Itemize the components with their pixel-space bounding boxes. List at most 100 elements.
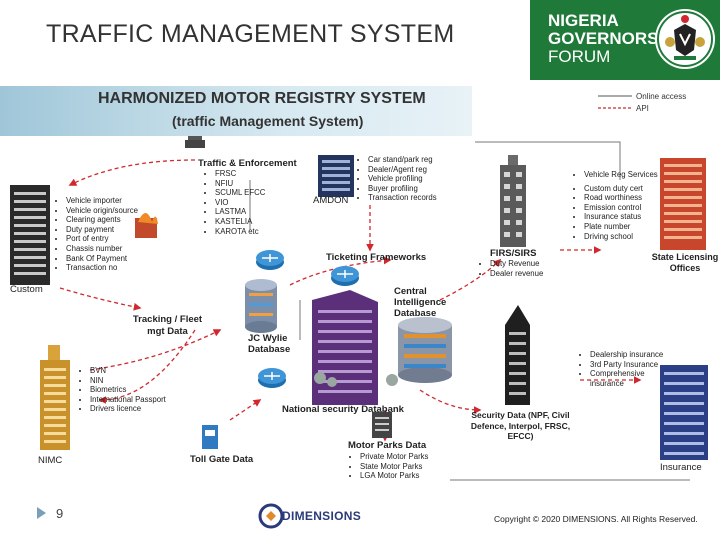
list-item: Car stand/park reg xyxy=(368,155,483,165)
list-item: Vehicle origin/source xyxy=(66,206,161,216)
state-licensing-list: Vehicle Reg Services Custom duty cert Ro… xyxy=(574,170,666,241)
list-item: State Motor Parks xyxy=(360,462,460,472)
list-item: Bank Of Payment xyxy=(66,254,161,264)
list-item: Drivers licence xyxy=(90,404,180,414)
list-item: Dealer/Agent reg xyxy=(368,165,483,175)
system-banner xyxy=(0,86,472,136)
list-item: Buyer profiling xyxy=(368,184,483,194)
nimc-title: NIMC xyxy=(38,455,63,466)
firs-building-icon xyxy=(500,155,526,247)
list-item: NFIU xyxy=(215,179,325,189)
list-item: Road worthiness xyxy=(584,193,666,203)
list-item: LASTMA xyxy=(215,207,325,217)
list-item: Comprehensive insurance xyxy=(590,369,675,388)
list-item: LGA Motor Parks xyxy=(360,471,460,481)
list-item: Transaction records xyxy=(368,193,483,203)
central-title: Central Intelligence Database xyxy=(394,286,447,319)
ngf-logo-line2: GOVERNORS' xyxy=(548,29,663,48)
list-item: Dealership insurance xyxy=(590,350,675,360)
security-building-icon xyxy=(505,305,530,405)
custom-building-icon xyxy=(10,185,50,285)
list-item: Insurance status xyxy=(584,212,666,222)
nimc-building-icon xyxy=(40,345,70,450)
legend-api: API xyxy=(636,104,649,113)
ticketing-title: Ticketing Frameworks xyxy=(326,252,427,263)
jcwylie-title: JC Wylie Database xyxy=(248,333,291,355)
tracking-title: Tracking / Fleet mgt Data xyxy=(132,314,203,337)
list-item: SCUML EFCC xyxy=(215,188,325,198)
firewall-icon xyxy=(135,213,158,238)
national-security-title: National security Databank xyxy=(282,404,404,415)
page-number: 9 xyxy=(56,506,64,521)
list-item: Vehicle importer xyxy=(66,196,161,206)
ngf-logo-line3: FORUM xyxy=(548,47,611,66)
list-item: Driving school xyxy=(584,232,666,242)
legend-lines xyxy=(598,95,632,109)
insurance-title: Insurance xyxy=(660,462,702,473)
router-icon xyxy=(256,250,284,270)
diagram-canvas xyxy=(10,136,708,481)
custom-title: Custom xyxy=(10,284,43,295)
list-item: VIO xyxy=(215,198,325,208)
page-marker-icon xyxy=(37,507,46,519)
list-item: Plate number xyxy=(584,222,666,232)
list-item: Private Motor Parks xyxy=(360,452,460,462)
list-item: Dealer revenue xyxy=(490,269,570,279)
tollgate-title: Toll Gate Data xyxy=(190,454,254,465)
list-item: Vehicle Reg Services xyxy=(584,170,666,180)
router-icon xyxy=(258,368,286,388)
state-licensing-building-icon xyxy=(660,158,706,250)
firs-title: FIRS/SIRS xyxy=(490,248,537,259)
list-item: NIN xyxy=(90,376,180,386)
tollgate-icon xyxy=(202,425,218,449)
list-item: KAROTA etc xyxy=(215,227,325,237)
traffic-title: Traffic & Enforcement xyxy=(198,158,297,169)
dimensions-brand: DIMENSIONS xyxy=(282,509,362,523)
security-data-title: Security Data (NPF, Civil Defence, Inter… xyxy=(470,410,571,441)
trees-icon xyxy=(314,372,398,387)
insurance-building-icon xyxy=(660,365,708,460)
list-item: Duty Revenue xyxy=(490,259,570,269)
ngf-logo-text: NIGERIA GOVERNORS' FORUM xyxy=(548,12,663,66)
amdon-list: Car stand/park reg Dealer/Agent reg Vehi… xyxy=(358,155,483,203)
list-item: Vehicle profiling xyxy=(368,174,483,184)
router-icon xyxy=(331,266,359,286)
central-database-icon xyxy=(398,317,452,383)
banner-subtitle: (traffic Management System) xyxy=(172,113,364,129)
copyright-text: Copyright © 2020 DIMENSIONS. All Rights … xyxy=(494,514,698,524)
amdon-building-icon xyxy=(318,155,354,197)
list-item: Emission control xyxy=(584,203,666,213)
list-item: International Passport xyxy=(90,395,180,405)
motorparks-list: Private Motor Parks State Motor Parks LG… xyxy=(350,452,460,481)
list-item: Port of entry xyxy=(66,234,161,244)
list-item: 3rd Party Insurance xyxy=(590,360,675,370)
ngf-logo-line1: NIGERIA xyxy=(548,11,619,30)
firs-list: Duty Revenue Dealer revenue xyxy=(480,259,570,278)
list-item: BVN xyxy=(90,366,180,376)
traffic-building-icon xyxy=(185,136,205,148)
motorparks-title: Motor Parks Data xyxy=(348,440,427,451)
dimensions-logo-icon xyxy=(258,503,284,529)
custom-list: Vehicle importer Vehicle origin/source C… xyxy=(56,196,161,273)
coat-of-arms-icon xyxy=(655,9,715,69)
list-item: Chassis number xyxy=(66,244,161,254)
online-lines xyxy=(249,141,621,340)
page-title: TRAFFIC MANAGEMENT SYSTEM xyxy=(46,20,455,48)
legend-online: Online access xyxy=(636,92,687,101)
list-item: Biometrics xyxy=(90,385,180,395)
central-tower-icon xyxy=(312,290,378,405)
list-item: Transaction no xyxy=(66,263,161,273)
list-item: KASTELIA xyxy=(215,217,325,227)
jcwylie-database-icon xyxy=(245,279,277,333)
list-item: Custom duty cert xyxy=(584,184,666,194)
nimc-list: BVN NIN Biometrics International Passpor… xyxy=(80,366,180,414)
list-item: Duty payment xyxy=(66,225,161,235)
motorparks-building-icon xyxy=(372,412,392,438)
traffic-list: FRSC NFIU SCUML EFCC VIO LASTMA KASTELIA… xyxy=(205,169,325,236)
state-licensing-title: State Licensing Offices xyxy=(651,252,719,273)
list-item: FRSC xyxy=(215,169,325,179)
list-item: Clearing agents xyxy=(66,215,161,225)
banner-title: HARMONIZED MOTOR REGISTRY SYSTEM xyxy=(98,90,426,107)
insurance-list: Dealership insurance 3rd Party Insurance… xyxy=(580,350,675,388)
amdon-title: AMDON xyxy=(313,195,349,206)
